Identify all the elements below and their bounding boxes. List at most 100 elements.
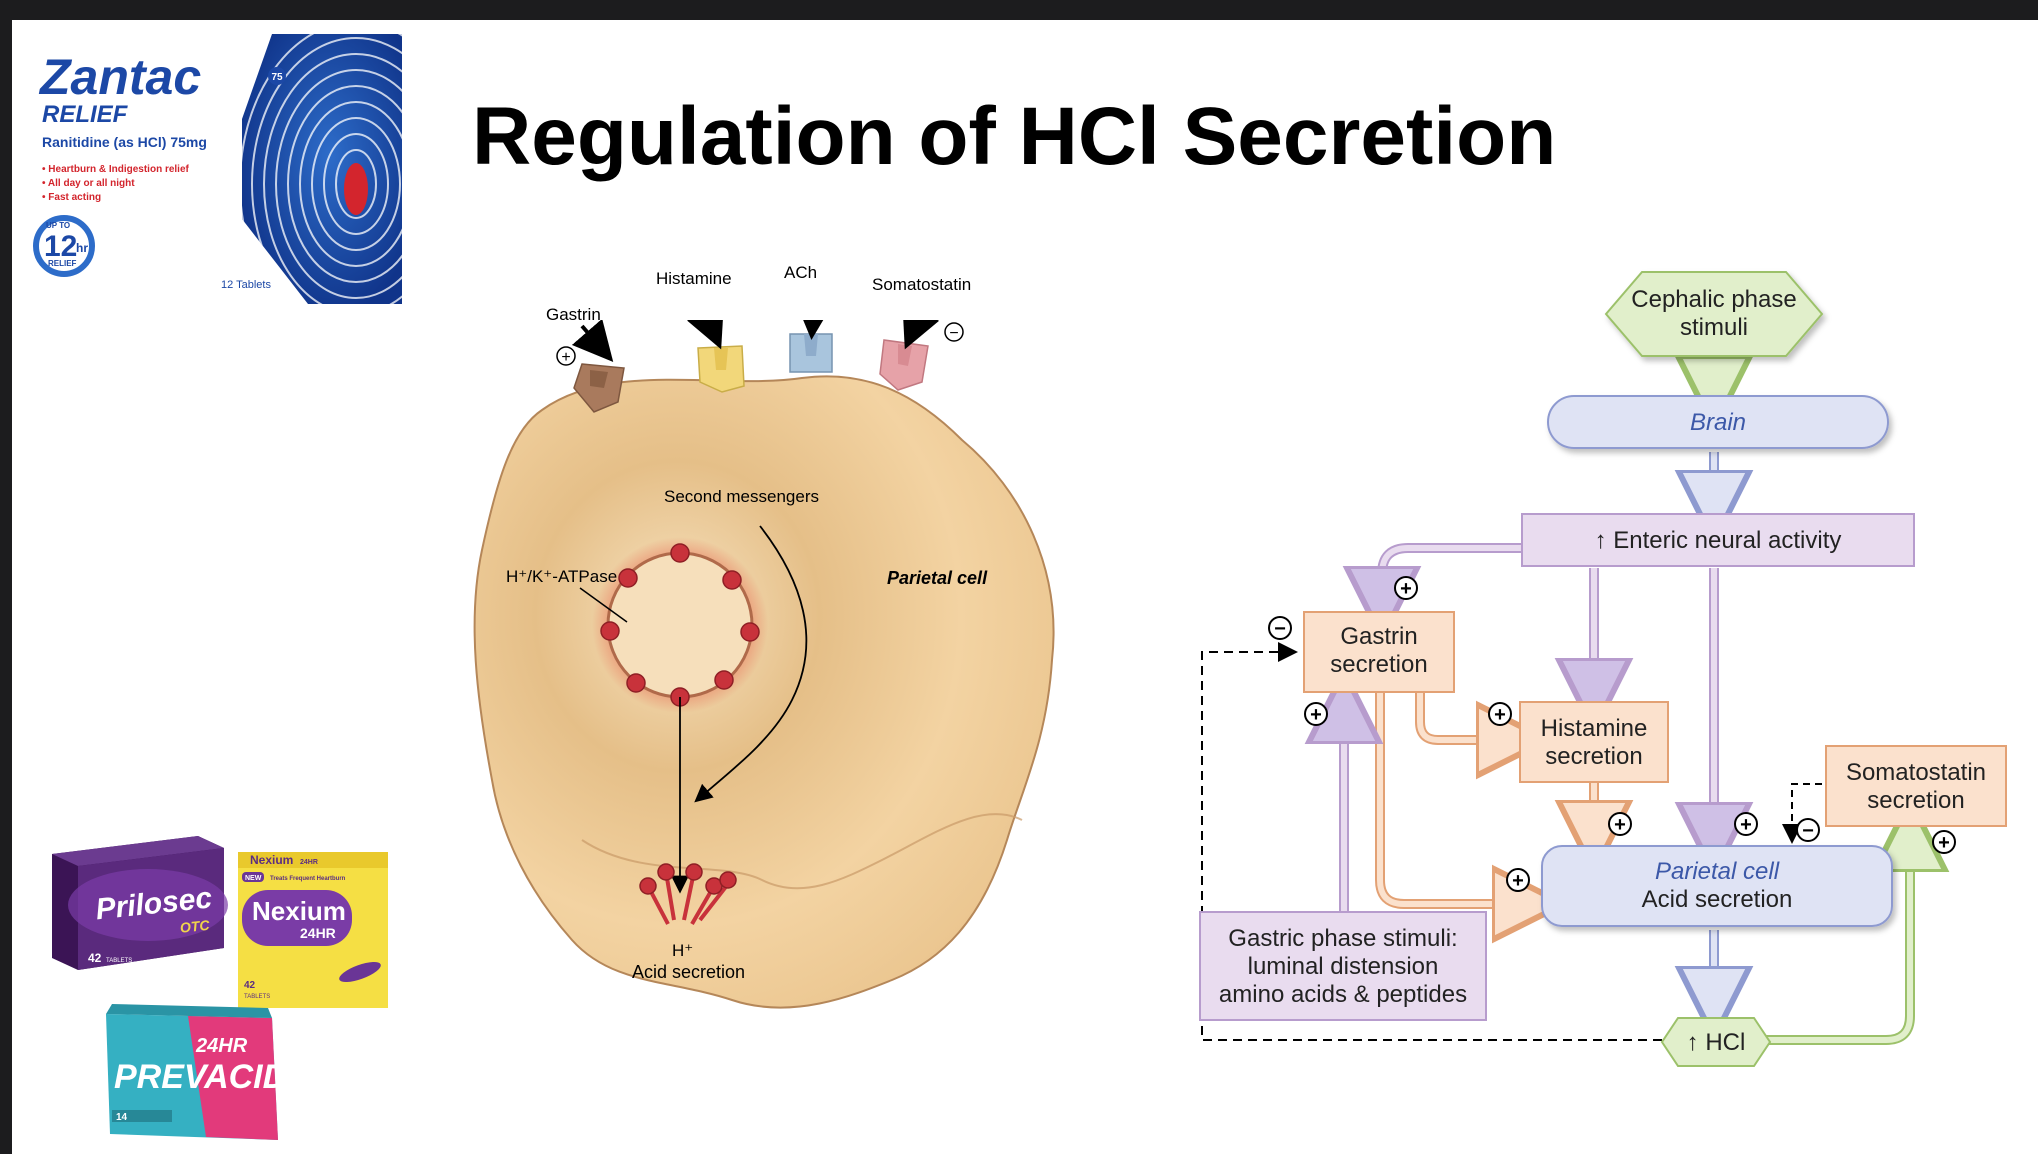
h-k-atpase-pumps: [600, 543, 760, 707]
slide: Regulation of HCl Secretion Zantac 75 R: [12, 20, 2038, 1154]
svg-text:−: −: [1274, 618, 1286, 640]
nexium-top: Nexium: [250, 853, 293, 867]
svg-text:−: −: [949, 325, 958, 342]
gastric-gastrin-plus-icon: +: [1304, 702, 1328, 726]
zantac-bullet-3: • Fast acting: [42, 192, 101, 203]
enteric-text: ↑ Enteric neural activity: [1595, 527, 1842, 554]
receptor-labels: [462, 320, 1082, 400]
histamine-text-1: Histamine: [1541, 715, 1648, 742]
zantac-bullet-2: • All day or all night: [42, 178, 135, 189]
gastrin-histamine-plus-icon: +: [1488, 702, 1512, 726]
enteric-parietal-plus-icon: +: [1734, 812, 1758, 836]
prilosec-otc: OTC: [179, 917, 211, 936]
prevacid-brand: PREVACID: [114, 1058, 287, 1096]
hcl-gastrin-minus-icon: −: [1268, 616, 1292, 640]
ach-arrow: [794, 320, 835, 340]
svg-text:+: +: [1310, 704, 1322, 726]
zantac-badge: 75: [271, 72, 283, 83]
somatostatin-node: [1825, 745, 2007, 827]
gastrin-plus-icon: +: [556, 346, 576, 366]
svg-text:+: +: [1494, 704, 1506, 726]
parietal-text-1: Parietal cell: [1655, 858, 1780, 885]
gastric-text-3: amino acids & peptides: [1219, 981, 1467, 1008]
zantac-hours: 12: [44, 230, 77, 263]
cephalic-phase-node: [1604, 271, 1824, 357]
second-messenger-arrow: [694, 525, 808, 803]
acid-release-icon: [639, 863, 737, 926]
gastrin-receptor: [573, 363, 625, 413]
stomach-hotspot-icon: [344, 163, 368, 215]
brain-text: Brain: [1690, 409, 1746, 436]
prilosec-count: 42: [88, 951, 102, 965]
zantac-relief: RELIEF: [48, 259, 77, 268]
nexium-new-badge: NEW: [245, 875, 262, 882]
prevacid-count: 14: [116, 1112, 128, 1123]
gastric-text-2: luminal distension: [1248, 953, 1439, 980]
prevacid-package: 24HR PREVACID 14: [106, 1004, 287, 1140]
somatostatin-label: Somatostatin: [872, 275, 971, 294]
zantac-hr: hr: [76, 241, 88, 255]
somatostatin-arrow: [902, 320, 940, 350]
zantac-subtitle: RELIEF: [42, 101, 129, 128]
prilosec-package: Prilosec OTC 42 TABLETS: [52, 836, 228, 970]
slide-title: Regulation of HCl Secretion: [472, 91, 1557, 182]
nexium-top-sub: 24HR: [300, 859, 318, 866]
enteric-gastrin-plus-icon: +: [1394, 576, 1418, 600]
somatostatin-dashed: [1782, 783, 1822, 844]
zantac-ingredient: Ranitidine (as HCl) 75mg: [42, 134, 207, 150]
svg-text:+: +: [1614, 814, 1626, 836]
pump-leader-line: [579, 587, 628, 623]
enteric-node: [1521, 513, 1915, 567]
gastrin-label: Gastrin: [546, 305, 601, 324]
twelve-hour-relief-icon: [33, 215, 95, 277]
svg-text:+: +: [1512, 870, 1524, 892]
hplus-label: H⁺: [672, 941, 693, 960]
somatostatin-text-2: secretion: [1867, 787, 1964, 814]
gastrin-parietal-plus-icon: +: [1506, 868, 1530, 892]
zantac-package: Zantac 75 RELIEF Ranitidine (as HCl) 75m…: [26, 34, 402, 304]
svg-text:−: −: [1802, 820, 1814, 842]
svg-text:+: +: [561, 349, 570, 366]
hcl-feedback-dashed: [1201, 642, 1662, 1041]
gastrin-text-2: secretion: [1330, 651, 1427, 678]
histamine-arrow: [687, 320, 724, 350]
somatostatin-parietal-minus-icon: −: [1796, 818, 1820, 842]
cephalic-text-1: Cephalic phase: [1631, 286, 1796, 313]
ach-label: ACh: [784, 263, 817, 282]
zantac-upto: UP TO: [46, 221, 70, 230]
gastrin-node: [1303, 611, 1455, 693]
regulation-flowchart: Cephalic phase stimuli Brain ↑ Enteric n…: [1199, 271, 2007, 1067]
prevacid-sub: 24HR: [195, 1035, 248, 1057]
svg-text:+: +: [1400, 578, 1412, 600]
somatostatin-text-1: Somatostatin: [1846, 759, 1986, 786]
nexium-brand: Nexium: [252, 896, 346, 926]
svg-text:+: +: [1938, 832, 1950, 854]
zantac-bullet-1: • Heartburn & Indigestion relief: [42, 164, 190, 175]
parietal-cell-diagram: H⁺/K⁺-ATPase Second messengers Parietal …: [473, 320, 1055, 1009]
prilosec-count-label: TABLETS: [106, 958, 132, 964]
nexium-package: Nexium 24HR NEW Treats Frequent Heartbur…: [238, 852, 388, 1008]
histamine-label: Histamine: [656, 269, 732, 288]
zantac-brand: Zantac: [38, 49, 201, 105]
nexium-count-label: TABLETS: [244, 994, 270, 1000]
svg-text:+: +: [1740, 814, 1752, 836]
parietal-text-2: Acid secretion: [1642, 886, 1793, 913]
hcl-node: [1660, 1017, 1772, 1067]
gastrin-text-1: Gastrin: [1340, 623, 1417, 650]
nexium-count: 42: [244, 980, 256, 991]
gastrin-arrow: [571, 320, 614, 363]
second-messengers-label: Second messengers: [664, 487, 819, 506]
hcl-somatostatin-plus-icon: +: [1932, 830, 1956, 854]
gastric-stimuli-node: [1199, 911, 1487, 1021]
somatostatin-minus-icon: −: [944, 322, 964, 342]
nexium-sub: 24HR: [300, 925, 336, 941]
somatostatin-receptor: [879, 339, 929, 391]
histamine-text-2: secretion: [1545, 743, 1642, 770]
receptor-label-layer: Gastrin Histamine ACh Somatostatin: [546, 263, 971, 324]
cell-body: [473, 375, 1055, 1009]
parietal-cell-label: Parietal cell: [887, 568, 988, 588]
histamine-node: [1519, 701, 1669, 783]
parietal-node: [1541, 845, 1893, 927]
zantac-count: 12 Tablets: [221, 279, 271, 291]
cephalic-text-2: stimuli: [1680, 314, 1748, 341]
